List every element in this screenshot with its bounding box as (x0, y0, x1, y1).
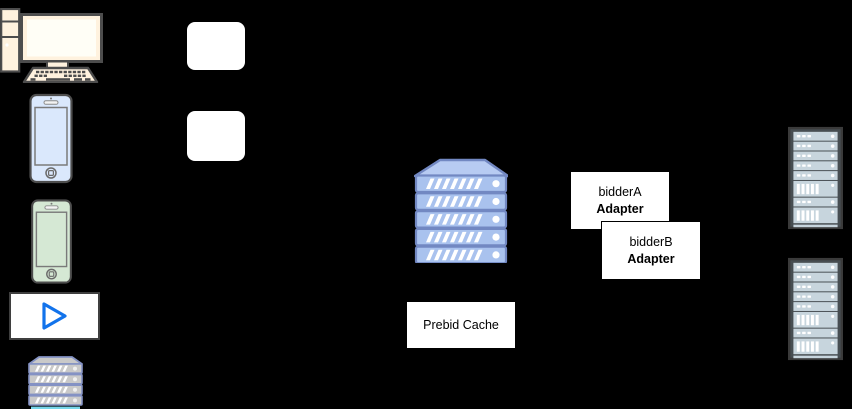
server-rack-top-icon (788, 126, 843, 230)
computer-tower (0, 8, 21, 73)
app-card-top (187, 22, 245, 70)
cyan-accent-strip (31, 406, 80, 409)
video-player-icon (9, 292, 100, 340)
server-rack-bottom-icon (788, 257, 843, 361)
prebid-cache-node: Prebid Cache (406, 301, 516, 349)
prebid-server-stack-icon (414, 158, 508, 263)
bidder-a-name: bidderA (598, 185, 642, 200)
prebid-cache-label: Prebid Cache (423, 317, 499, 332)
desktop-computer-icon (0, 8, 103, 83)
server-stack-small-icon (28, 356, 83, 409)
bidder-a-adapter-node: bidderA Adapter (570, 171, 670, 230)
bidder-b-role: Adapter (627, 251, 675, 266)
bidder-a-role: Adapter (596, 201, 644, 216)
bidder-b-name: bidderB (629, 235, 673, 250)
app-card-bottom (187, 111, 245, 161)
smartphone-green-icon (31, 199, 72, 284)
play-icon (41, 302, 67, 330)
bidder-b-adapter-node: bidderB Adapter (601, 221, 701, 280)
smartphone-blue-icon (29, 93, 73, 184)
